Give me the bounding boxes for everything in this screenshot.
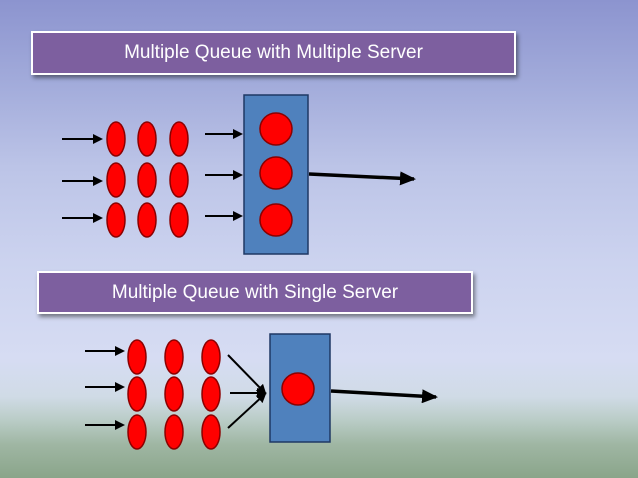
queue-customer [106,202,126,238]
queue-customer [127,339,147,375]
queue-customer [127,376,147,412]
title-text: Multiple Queue with Multiple Server [124,42,423,63]
queue-customer [201,376,221,412]
queue-customer [137,121,157,157]
title-text: Multiple Queue with Single Server [111,281,399,303]
queue-customer [164,339,184,375]
output-arrow [330,389,438,404]
diagram-multiple-server [62,94,416,255]
diagram-single-server [85,333,438,450]
server-arrow [227,354,267,395]
queue-customer [106,162,126,198]
server-arrow [227,392,267,429]
title-multiple-queue-multiple-server: Multiple Queue with Multiple Server [31,31,516,75]
server-customer [281,372,315,406]
title-multiple-queue-single-server: Multiple Queue with Single Server [37,271,473,314]
queue-customer [137,202,157,238]
queue-customer [201,339,221,375]
queue-customer [127,414,147,450]
queue-customer [169,121,189,157]
output-arrow [308,171,416,186]
queue-customer [164,414,184,450]
queue-customer [137,162,157,198]
queue-customer [164,376,184,412]
server-customer [259,203,293,237]
queue-customer [169,162,189,198]
queue-customer [106,121,126,157]
server-box [269,333,331,443]
queue-customer [201,414,221,450]
server-customer [259,156,293,190]
queue-customer [169,202,189,238]
server-customer [259,112,293,146]
